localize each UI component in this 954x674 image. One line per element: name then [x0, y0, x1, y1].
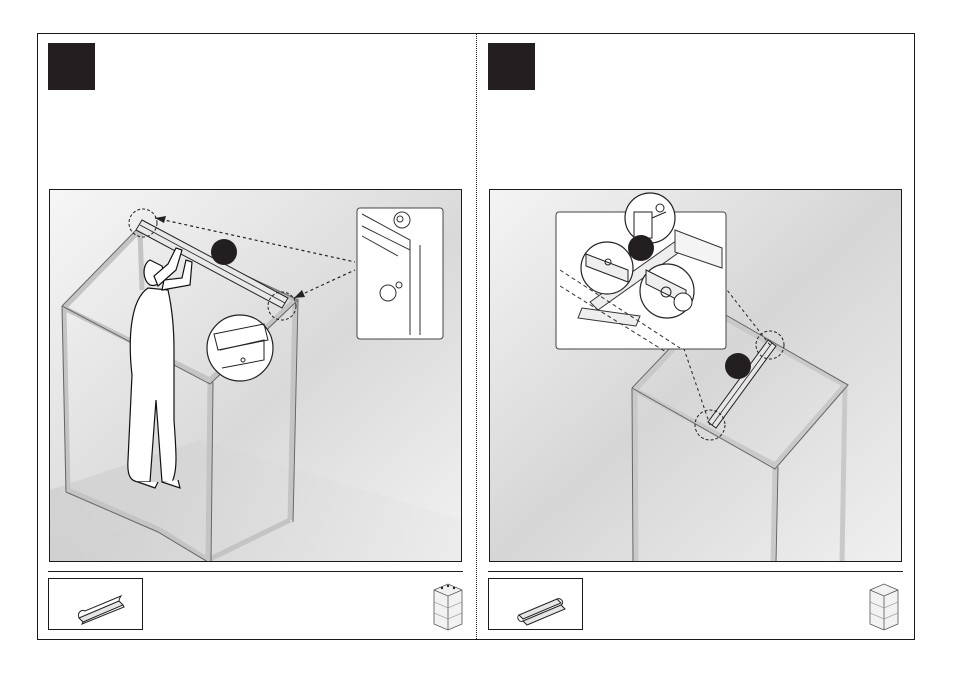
- double-profile-part-icon: [489, 579, 584, 631]
- person-fixing-ridge-bar-on-greenhouse-illustration: [50, 190, 462, 562]
- assembly-scene-right: [489, 189, 902, 562]
- part-box-left: [48, 578, 143, 630]
- footer-rule-left: [48, 571, 463, 572]
- step-number-box-right: [488, 43, 535, 90]
- parts-pallet-icon: [430, 580, 464, 632]
- footer-rule-right: [488, 571, 903, 572]
- pallet-right: [866, 580, 900, 632]
- pallet-left: [430, 580, 464, 632]
- panel-divider: [476, 34, 477, 639]
- callout-disc-ridge: [725, 353, 751, 379]
- zoom-circle-bolt-top: [625, 193, 675, 243]
- callout-disc: [211, 239, 237, 265]
- zoom-detail-circle: [207, 315, 273, 381]
- part-box-right: [488, 578, 583, 630]
- ridge-bar-bolt-assembly-detail-illustration: [490, 190, 902, 562]
- parts-pallet-icon: [866, 580, 900, 632]
- step-number-box-left: [48, 43, 95, 90]
- callout-disc-inset: [628, 235, 654, 261]
- ridge-profile-part-icon: [49, 579, 144, 631]
- assembly-scene-left: [49, 189, 462, 562]
